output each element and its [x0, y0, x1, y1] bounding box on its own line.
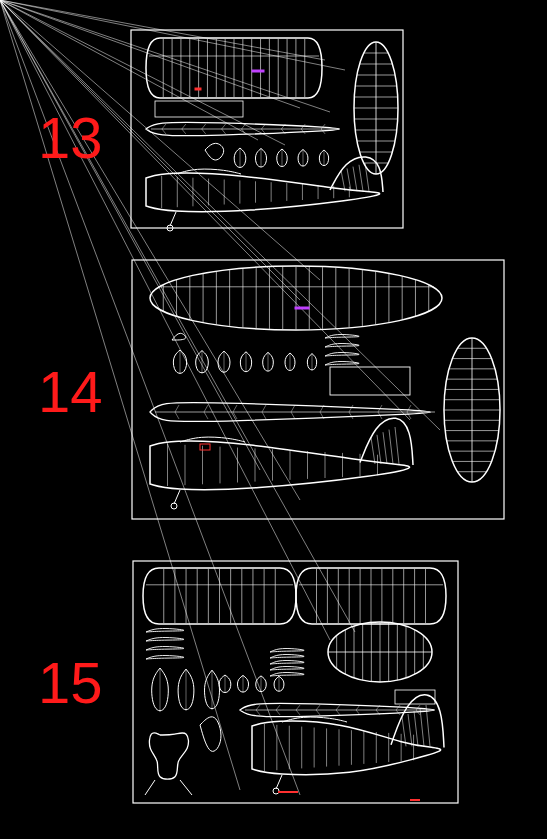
sheet-number: 15 — [38, 654, 103, 712]
plan-sheet — [0, 0, 403, 231]
plan-sheet — [0, 0, 504, 519]
sheet-number: 13 — [38, 109, 103, 167]
sheet-number: 14 — [38, 363, 103, 421]
plan-sheet — [0, 0, 458, 803]
